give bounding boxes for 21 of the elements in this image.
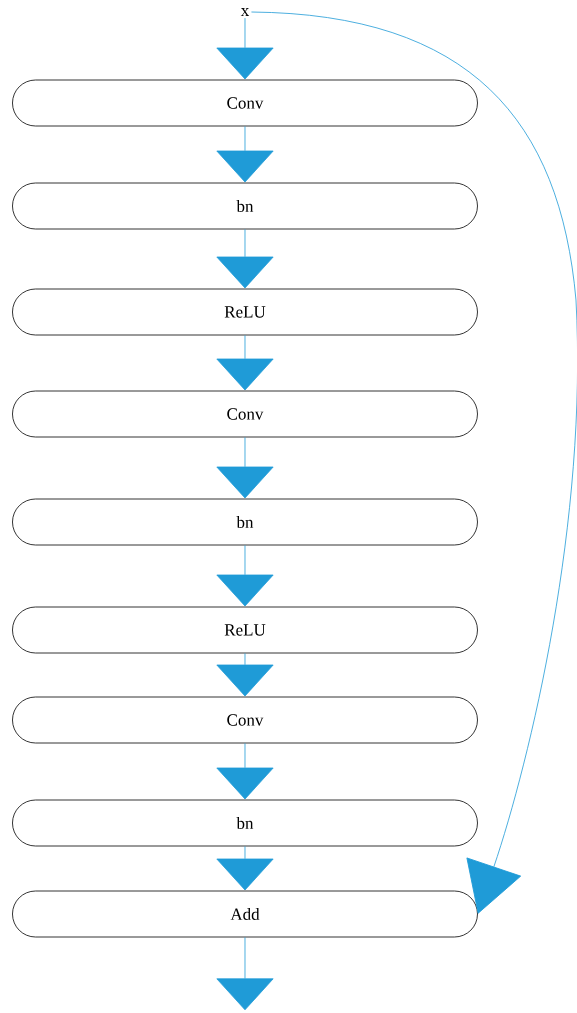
layer-box: bn [12,498,478,546]
arrow [216,126,274,183]
layer-box: bn [12,799,478,847]
layer-box: Conv [12,390,478,438]
arrow [216,437,274,499]
arrow [216,846,274,891]
layer-box: ReLU [12,606,478,654]
layer-box: ReLU [12,288,478,336]
input-label: x [240,8,250,16]
arrow [216,335,274,391]
layer-box: Conv [12,696,478,744]
layer-box: Conv [12,79,478,127]
layer-box: Add [12,890,478,938]
arrow [216,229,274,289]
arrow [216,545,274,607]
arrow [216,17,274,80]
skip-connection-arrow [251,11,577,914]
arrow [216,653,274,697]
arrow [216,937,274,1011]
arrow [216,743,274,800]
layer-box: bn [12,182,478,230]
